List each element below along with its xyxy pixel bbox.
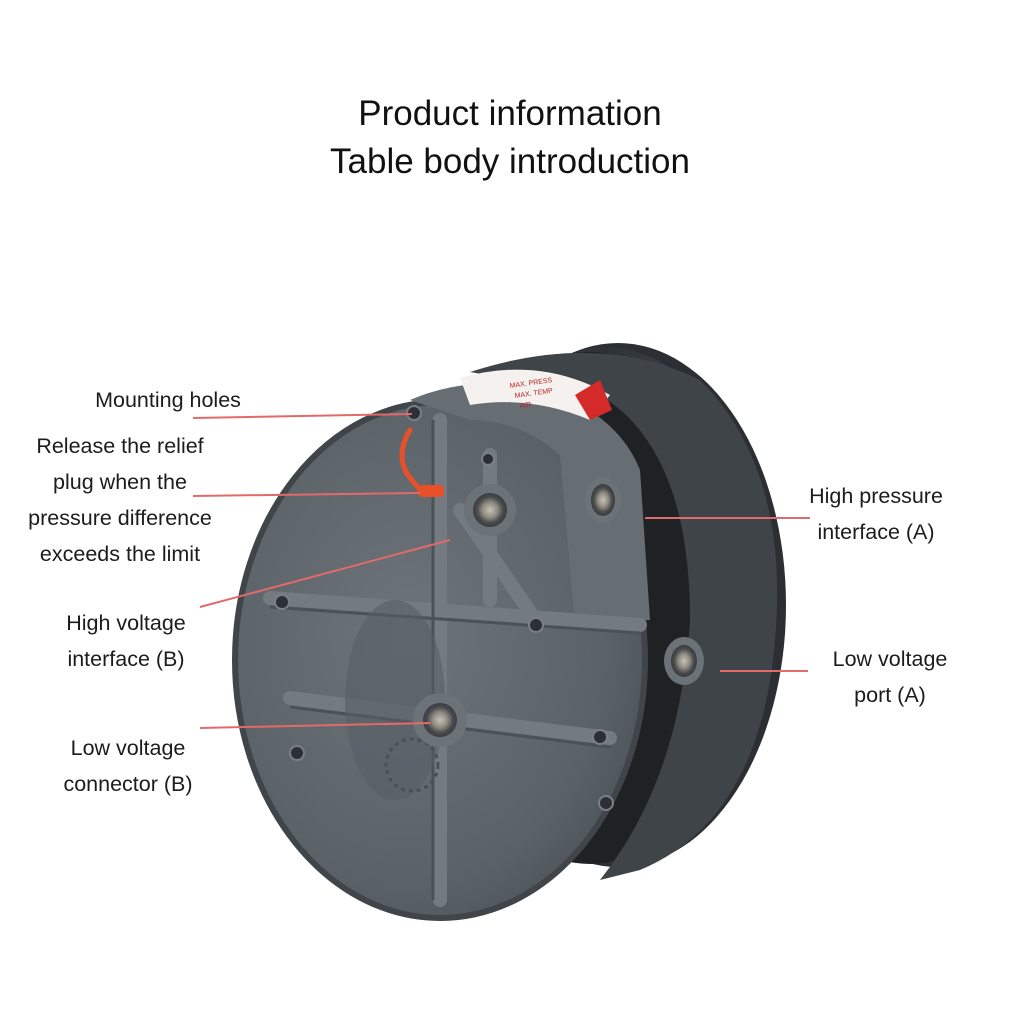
relief-plug [399,427,444,497]
callout-text: port (A) [854,683,926,707]
callout-high-pressure-a: High pressure interface (A) [786,478,966,550]
mounting-holes [274,405,614,811]
rating-sticker: MAX. PRESS MAX. TEMP AIR [460,369,612,420]
callout-text: interface (A) [817,520,935,544]
leader-high-voltage-b [199,539,451,608]
page-subtitle: Table body introduction [330,142,690,181]
leader-low-voltage-b [199,722,431,729]
callout-text: Mounting holes [95,388,241,412]
leader-relief-plug [192,492,421,497]
callout-text: plug when the [53,470,187,494]
threaded-ports [413,477,704,747]
callout-low-voltage-b: Low voltage connector (B) [38,730,218,802]
callout-text: interface (B) [67,647,185,671]
callout-text: Low voltage [70,736,186,760]
callout-high-voltage-b: High voltage interface (B) [36,605,216,677]
leader-lines [192,413,810,729]
callout-relief-plug: Release the relief plug when the pressur… [10,428,230,572]
callout-text: pressure difference [28,506,212,530]
callout-text: exceeds the limit [39,542,201,566]
page-title: Product information [358,94,662,133]
callout-text: High pressure [809,484,943,508]
callout-text: High voltage [66,611,186,635]
callout-mounting-holes: Mounting holes [70,382,266,418]
callout-text: Release the relief [36,434,204,458]
callout-text: connector (B) [63,772,193,796]
callout-text: Low voltage [832,647,948,671]
callout-low-voltage-a: Low voltage port (A) [800,641,980,713]
sticker-text-3: AIR [519,401,532,410]
housing-face [232,383,650,921]
leader-mounting-holes [192,413,413,419]
